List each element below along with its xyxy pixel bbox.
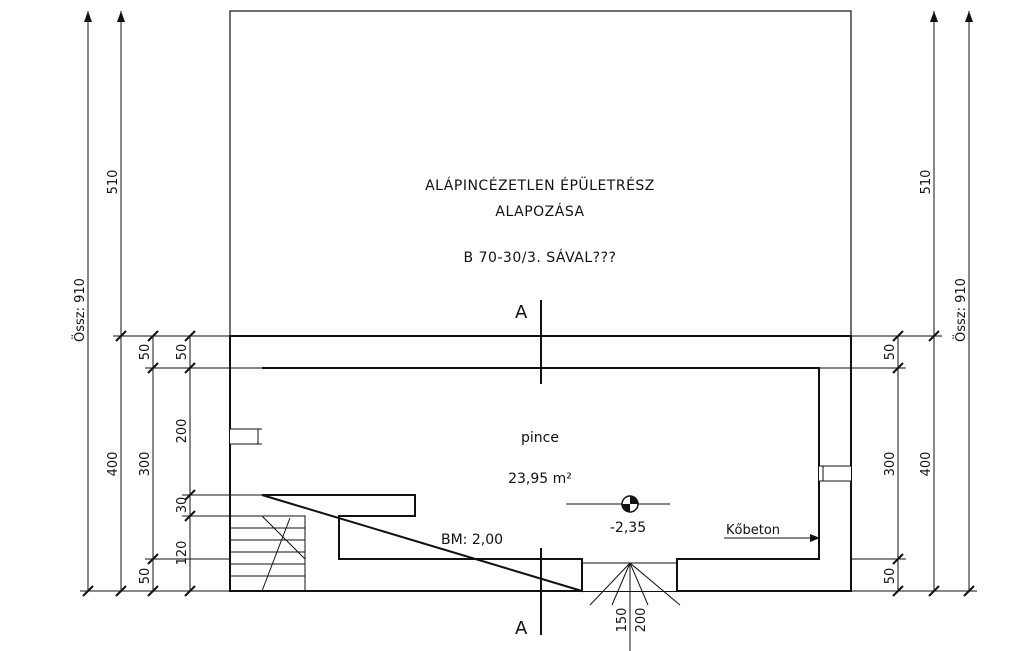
dim-left-50-b: 50 xyxy=(138,568,153,585)
room-bm: BM: 2,00 xyxy=(441,532,503,548)
dim-bottom-150: 150 xyxy=(615,608,630,633)
left-dimension-lines xyxy=(80,11,262,597)
level-value: -2,35 xyxy=(610,520,646,536)
annex-title-line3: B 70-30/3. SÁVAL??? xyxy=(464,249,617,266)
material-arrow-icon xyxy=(810,534,820,542)
section-label-bottom: A xyxy=(515,618,528,639)
level-marker xyxy=(566,495,670,513)
room-name: pince xyxy=(521,430,559,446)
section-label-top: A xyxy=(515,302,528,323)
stair-walls xyxy=(230,515,306,591)
dim-right-total: Össz: 910 xyxy=(952,278,969,342)
dim-left-50-a: 50 xyxy=(138,344,153,361)
window-left xyxy=(230,428,262,445)
entrance-door xyxy=(581,559,681,651)
dim-left-300: 300 xyxy=(138,452,153,477)
dim-left-120: 120 xyxy=(175,541,190,566)
room-area: 23,95 m² xyxy=(508,471,572,487)
dim-left-200: 200 xyxy=(175,419,190,444)
right-dimension-lines xyxy=(819,11,977,597)
dim-left-total: Össz: 910 xyxy=(71,278,88,342)
window-right xyxy=(819,465,851,482)
dim-right-50-a: 50 xyxy=(883,344,898,361)
dim-right-300: 300 xyxy=(883,452,898,477)
dim-left-510: 510 xyxy=(106,170,121,195)
material-label: Kőbeton xyxy=(726,523,780,538)
dim-left-400: 400 xyxy=(106,452,121,477)
dim-right-50-b: 50 xyxy=(883,568,898,585)
stair-treads xyxy=(230,515,306,592)
annex-title-line1: ALÁPINCÉZETLEN ÉPÜLETRÉSZ xyxy=(425,176,655,194)
annex-title-line2: ALAPOZÁSA xyxy=(495,203,584,220)
dim-bottom-200: 200 xyxy=(634,608,649,633)
dim-left-50-c: 50 xyxy=(175,344,190,361)
dim-left-30: 30 xyxy=(175,497,190,514)
dim-right-400: 400 xyxy=(919,452,934,477)
annex-outline xyxy=(229,10,852,337)
dim-right-510: 510 xyxy=(919,170,934,195)
